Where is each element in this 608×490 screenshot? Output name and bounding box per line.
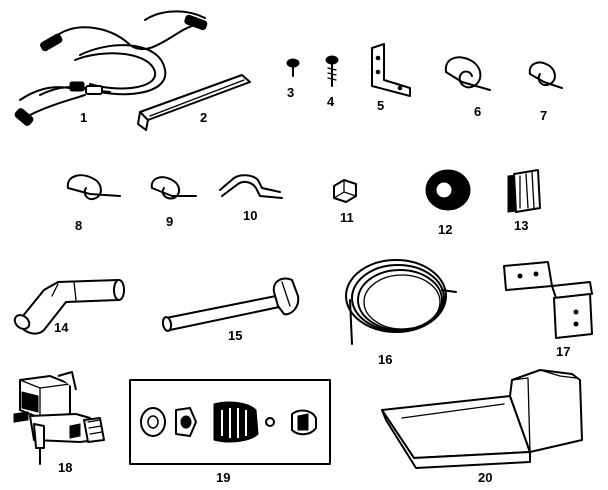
- part-20-ice-bin: 20: [381, 369, 583, 485]
- part-12-label: 12: [438, 222, 452, 237]
- part-14-label: 14: [54, 320, 69, 335]
- part-1-label: 1: [80, 110, 87, 125]
- part-11-label: 11: [340, 210, 354, 225]
- part-18-water-valve: 18: [13, 371, 105, 475]
- part-20-label: 20: [478, 470, 492, 485]
- part-9-label: 9: [166, 214, 173, 229]
- part-6-label: 6: [474, 104, 481, 119]
- part-3-screw: 3: [286, 58, 300, 100]
- part-19-label: 19: [216, 470, 230, 485]
- part-9-clip: 9: [150, 176, 197, 229]
- part-13-pads: 13: [507, 169, 541, 233]
- part-3-label: 3: [287, 85, 294, 100]
- part-17-bracket: 17: [503, 261, 593, 359]
- part-7-label: 7: [540, 108, 547, 123]
- part-12-grommet: 12: [425, 169, 471, 237]
- part-5-label: 5: [377, 98, 384, 113]
- part-16-label: 16: [378, 352, 392, 367]
- part-1-wire-harness: 1: [14, 10, 208, 126]
- part-10-strap: 10: [219, 174, 283, 223]
- part-8-clip: 8: [66, 174, 121, 233]
- part-15-tube: 15: [161, 277, 300, 343]
- part-18-label: 18: [58, 460, 72, 475]
- part-16-tubing-coil: 16: [345, 259, 457, 367]
- part-15-label: 15: [228, 328, 242, 343]
- part-14-elbow: 14: [13, 279, 125, 335]
- part-8-label: 8: [75, 218, 82, 233]
- part-19-frame: [129, 379, 331, 465]
- part-19-fitting-kit: 19: [129, 379, 331, 485]
- part-7-clamp: 7: [528, 61, 563, 123]
- part-10-label: 10: [243, 208, 257, 223]
- part-4-screw: 4: [325, 55, 339, 109]
- part-6-clamp: 6: [444, 56, 491, 119]
- part-11-nut: 11: [333, 179, 357, 225]
- part-17-label: 17: [556, 344, 570, 359]
- part-2-label: 2: [200, 110, 207, 125]
- part-5-bracket: 5: [371, 43, 411, 113]
- part-2-channel-strip: 2: [137, 74, 251, 131]
- part-13-label: 13: [514, 218, 528, 233]
- part-4-label: 4: [327, 94, 335, 109]
